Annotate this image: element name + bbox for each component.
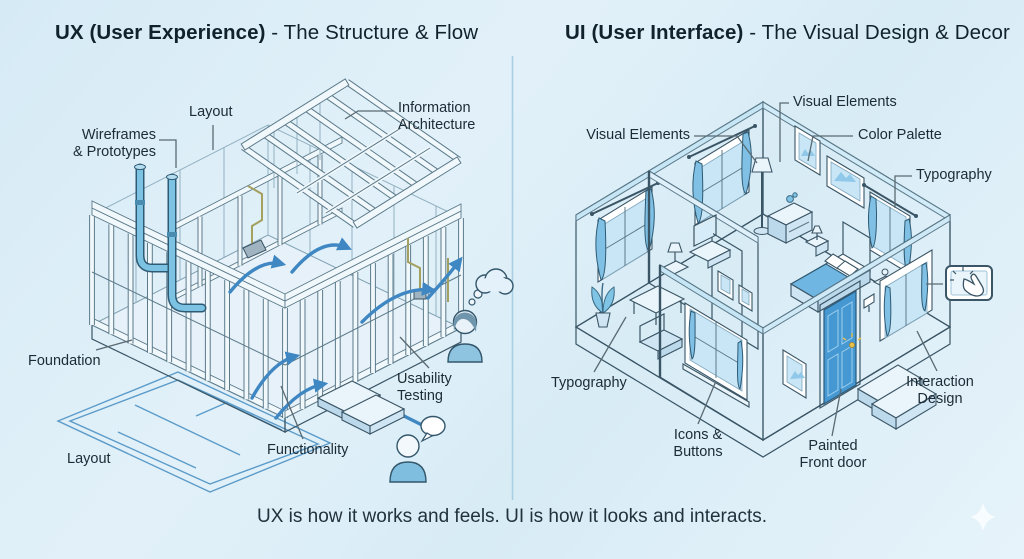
electrical-wiring (242, 185, 449, 302)
living-room-furniture (591, 214, 732, 360)
label-interaction-design: Interaction Design (906, 374, 974, 408)
tap-hand-icon (962, 273, 985, 297)
ui-title-bold: UI (User Interface) (565, 21, 744, 44)
label-usability-testing: Usability Testing (397, 371, 452, 405)
ui-title: UI (User Interface) - The Visual Design … (565, 21, 1010, 45)
door-handle (849, 341, 856, 348)
front-door (819, 279, 862, 410)
ux-title: UX (User Experience) - The Structure & F… (55, 21, 478, 45)
label-typography-right: Typography (916, 167, 992, 183)
roof-rafters (241, 79, 461, 228)
leader-lines (95, 102, 943, 440)
sparkle-logo-icon (970, 503, 996, 531)
label-visual-elements-left: Visual Elements (586, 127, 690, 143)
label-information-architecture: Information Architecture (398, 100, 476, 134)
label-typography-left: Typography (551, 375, 627, 391)
label-visual-elements-top: Visual Elements (793, 94, 897, 110)
label-functionality: Functionality (267, 442, 349, 458)
door-steps (856, 364, 938, 430)
plumbing-pipes (134, 163, 207, 313)
ui-house-illustration (574, 100, 993, 458)
touch-tablet-icon (945, 265, 993, 301)
entry-steps (316, 380, 406, 435)
label-wireframes-prototypes: Wireframes & Prototypes (72, 127, 156, 161)
ux-title-rest: - The Structure & Flow (265, 21, 479, 44)
bottom-caption: UX is how it works and feels. UI is how … (256, 506, 768, 527)
ux-house-illustration (56, 79, 514, 493)
bedroom-furniture (751, 157, 898, 313)
label-painted-front-door: Painted Front door (799, 438, 867, 472)
divider-wall (647, 169, 759, 351)
speaking-person-icon (389, 415, 446, 483)
handle-sparkle-icon (842, 333, 862, 341)
front-left-wall (658, 263, 764, 442)
label-foundation: Foundation (28, 353, 101, 369)
thinking-person-icon (447, 268, 514, 363)
label-icons-buttons: Icons & Buttons (673, 427, 723, 461)
front-right-wall (762, 213, 951, 442)
label-layout-bottom: Layout (67, 451, 111, 467)
ui-title-rest: - The Visual Design & Decor (743, 21, 1010, 44)
label-layout-top: Layout (189, 104, 233, 120)
label-color-palette: Color Palette (858, 127, 942, 143)
ux-title-bold: UX (User Experience) (55, 21, 266, 44)
